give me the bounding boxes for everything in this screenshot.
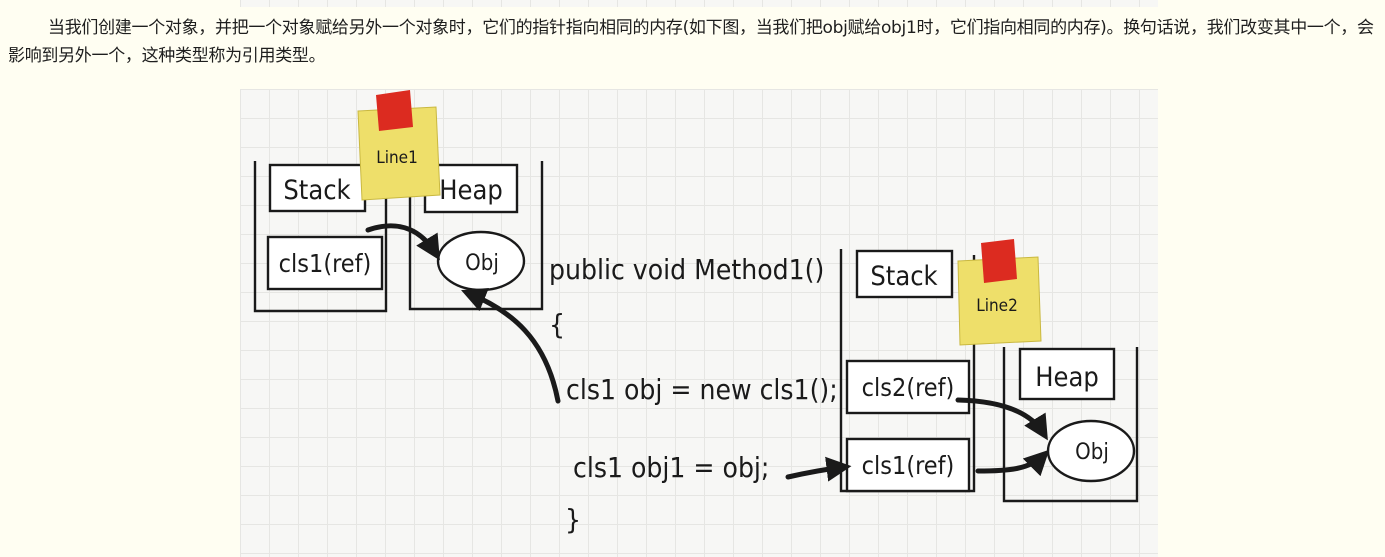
stack2-title-box [855,249,954,299]
heap2-title-box [1018,347,1116,401]
sticky-note-line1-label: Line1 [376,148,418,168]
heap1-title: Heap [439,175,503,206]
heap2-object-label: Obj [1075,440,1109,465]
code-line-4: cls1 obj1 = obj; [573,451,769,484]
left-stack-column [253,161,388,313]
heap1-object-label: Obj [465,251,499,276]
stack2-cell1-to-heap2-arrow [955,397,1048,441]
stack1-to-heap1-arrow [365,223,440,261]
stack2-cell-1 [845,359,971,415]
sticky-note-line2-label: Line2 [976,296,1018,316]
intro-paragraph: 当我们创建一个对象，并把一个对象赋给另外一个对象时，它们的指针指向相同的内存(如… [8,18,1374,66]
stack2-cell-2 [845,437,971,493]
stack2-title: Stack [870,261,937,292]
stack2-cell-2-label: cls1(ref) [862,451,955,480]
sticky-note-line2: Line2 [957,239,1042,346]
obj-to-heap1-arrow [461,288,561,404]
previous-figure-edge [240,0,1158,7]
stack2-cell2-to-heap2-arrow [975,449,1050,477]
stack1-title: Stack [283,175,350,206]
sticky-note-line1: Line1 [357,90,441,201]
heap1-title-box [423,163,519,214]
code-line-5: } [565,503,581,536]
stack1-cell [266,235,384,291]
obj1-to-stack2-arrow [785,456,852,482]
heap2-title: Heap [1035,362,1099,393]
stack1-cell-label: cls1(ref) [279,249,372,278]
right-heap-column [1002,347,1139,503]
reference-type-diagram: Stack Heap cls1(ref) Obj Line1 public vo… [240,89,1158,557]
diagram-canvas: Stack Heap cls1(ref) Obj Line1 public vo… [253,90,1139,536]
code-line-1: public void Method1() [549,253,824,286]
code-line-2: { [549,308,565,341]
code-line-3: cls1 obj = new cls1(); [566,373,838,406]
stack2-cell-1-label: cls2(ref) [862,373,955,402]
